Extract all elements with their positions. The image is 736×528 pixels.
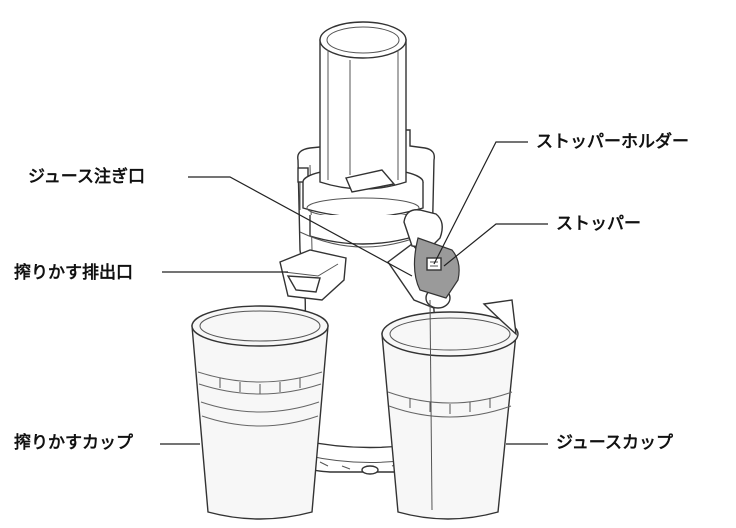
pulp-cup-drawing [191, 305, 329, 520]
pulp-outlet [279, 249, 347, 301]
feed-chute [319, 21, 407, 193]
label-juice-spout: ジュース注ぎ口 [28, 167, 145, 187]
leader-lines [160, 141, 548, 445]
juice-cup-drawing [381, 299, 519, 520]
label-pulp-outlet: 搾りかす排出口 [14, 263, 133, 283]
label-juice-cup: ジュースカップ [556, 433, 673, 453]
label-stopper: ストッパー [556, 214, 641, 234]
stopper-assembly [403, 209, 460, 299]
label-stopper-holder: ストッパーホルダー [536, 132, 689, 152]
label-pulp-cup: 搾りかすカップ [14, 433, 133, 453]
